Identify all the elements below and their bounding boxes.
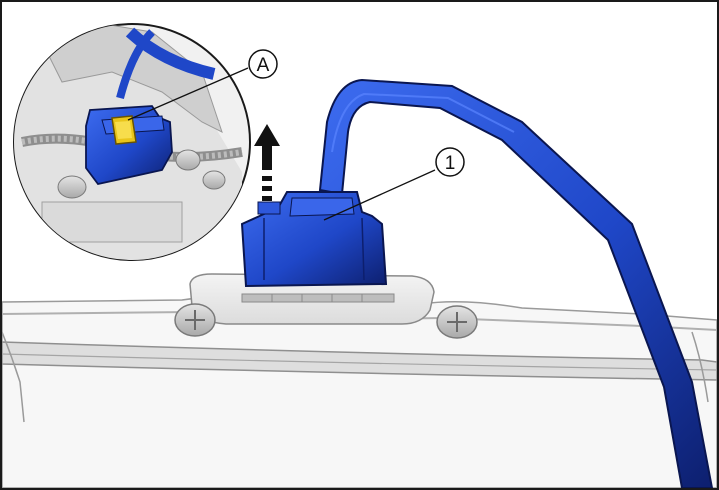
callout-a-label: A <box>257 55 270 76</box>
housing-panel <box>2 295 717 488</box>
bolt-right <box>436 305 478 339</box>
up-arrow-icon <box>254 124 280 201</box>
wire-harness <box>318 78 714 488</box>
callout-a: A <box>127 49 278 121</box>
lock-tab <box>111 115 137 145</box>
bolt-left <box>174 303 216 337</box>
detail-view-circle <box>13 23 251 261</box>
callout-1: 1 <box>323 147 465 221</box>
connector-body <box>240 191 388 288</box>
callout-1-label: 1 <box>445 153 456 174</box>
